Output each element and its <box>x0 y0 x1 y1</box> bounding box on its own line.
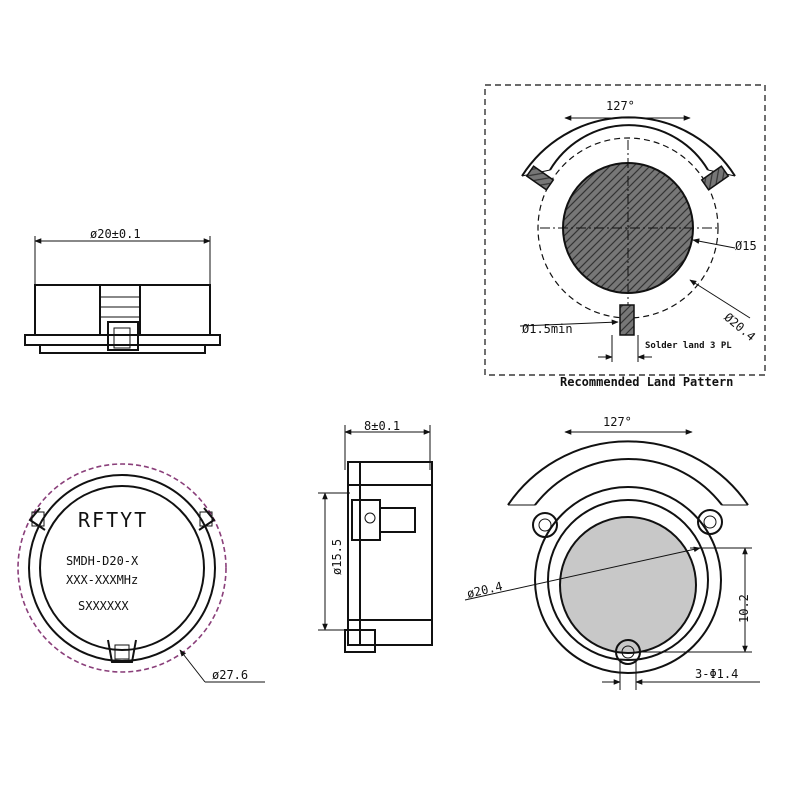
model-label: SMDH-D20-X <box>66 554 139 568</box>
code-label: SXXXXXX <box>78 599 129 613</box>
section-view: 8±0.1 ø15.5 <box>318 419 433 653</box>
land-note: Solder land 3 PL <box>645 341 732 351</box>
land-pattern-view: 127° Ø15 Ø20.4 Ø1.5min Solder land 3 PL … <box>484 84 766 389</box>
bottom-offset-dim: 10.2 <box>737 594 751 623</box>
land-inner-dia-dim: Ø15 <box>735 239 757 253</box>
bottom-view: 127° ø20.4 10.2 3-Φ1.4 <box>464 415 760 690</box>
top-view: RFTYT SMDH-D20-X XXX-XXXMHz SXXXXXX ø27.… <box>17 463 265 683</box>
land-pattern-caption: Recommended Land Pattern <box>560 375 733 389</box>
bottom-dia-dim: ø20.4 <box>466 579 504 601</box>
brand-label: RFTYT <box>78 508 148 532</box>
bottom-hole-dim: 3-Φ1.4 <box>695 667 738 681</box>
side-view: ø20±0.1 <box>24 227 221 354</box>
land-outer-dia-dim: Ø20.4 <box>721 310 758 344</box>
bottom-angle-dim: 127° <box>603 415 632 429</box>
section-height-dim: ø15.5 <box>330 539 344 575</box>
frequency-label: XXX-XXXMHz <box>66 573 138 587</box>
land-angle-dim: 127° <box>606 99 635 113</box>
outer-dia-dim: ø27.6 <box>212 668 248 682</box>
side-width-dim: ø20±0.1 <box>90 227 141 241</box>
land-min-dim: Ø1.5min <box>522 322 573 336</box>
section-width-dim: 8±0.1 <box>364 419 400 433</box>
